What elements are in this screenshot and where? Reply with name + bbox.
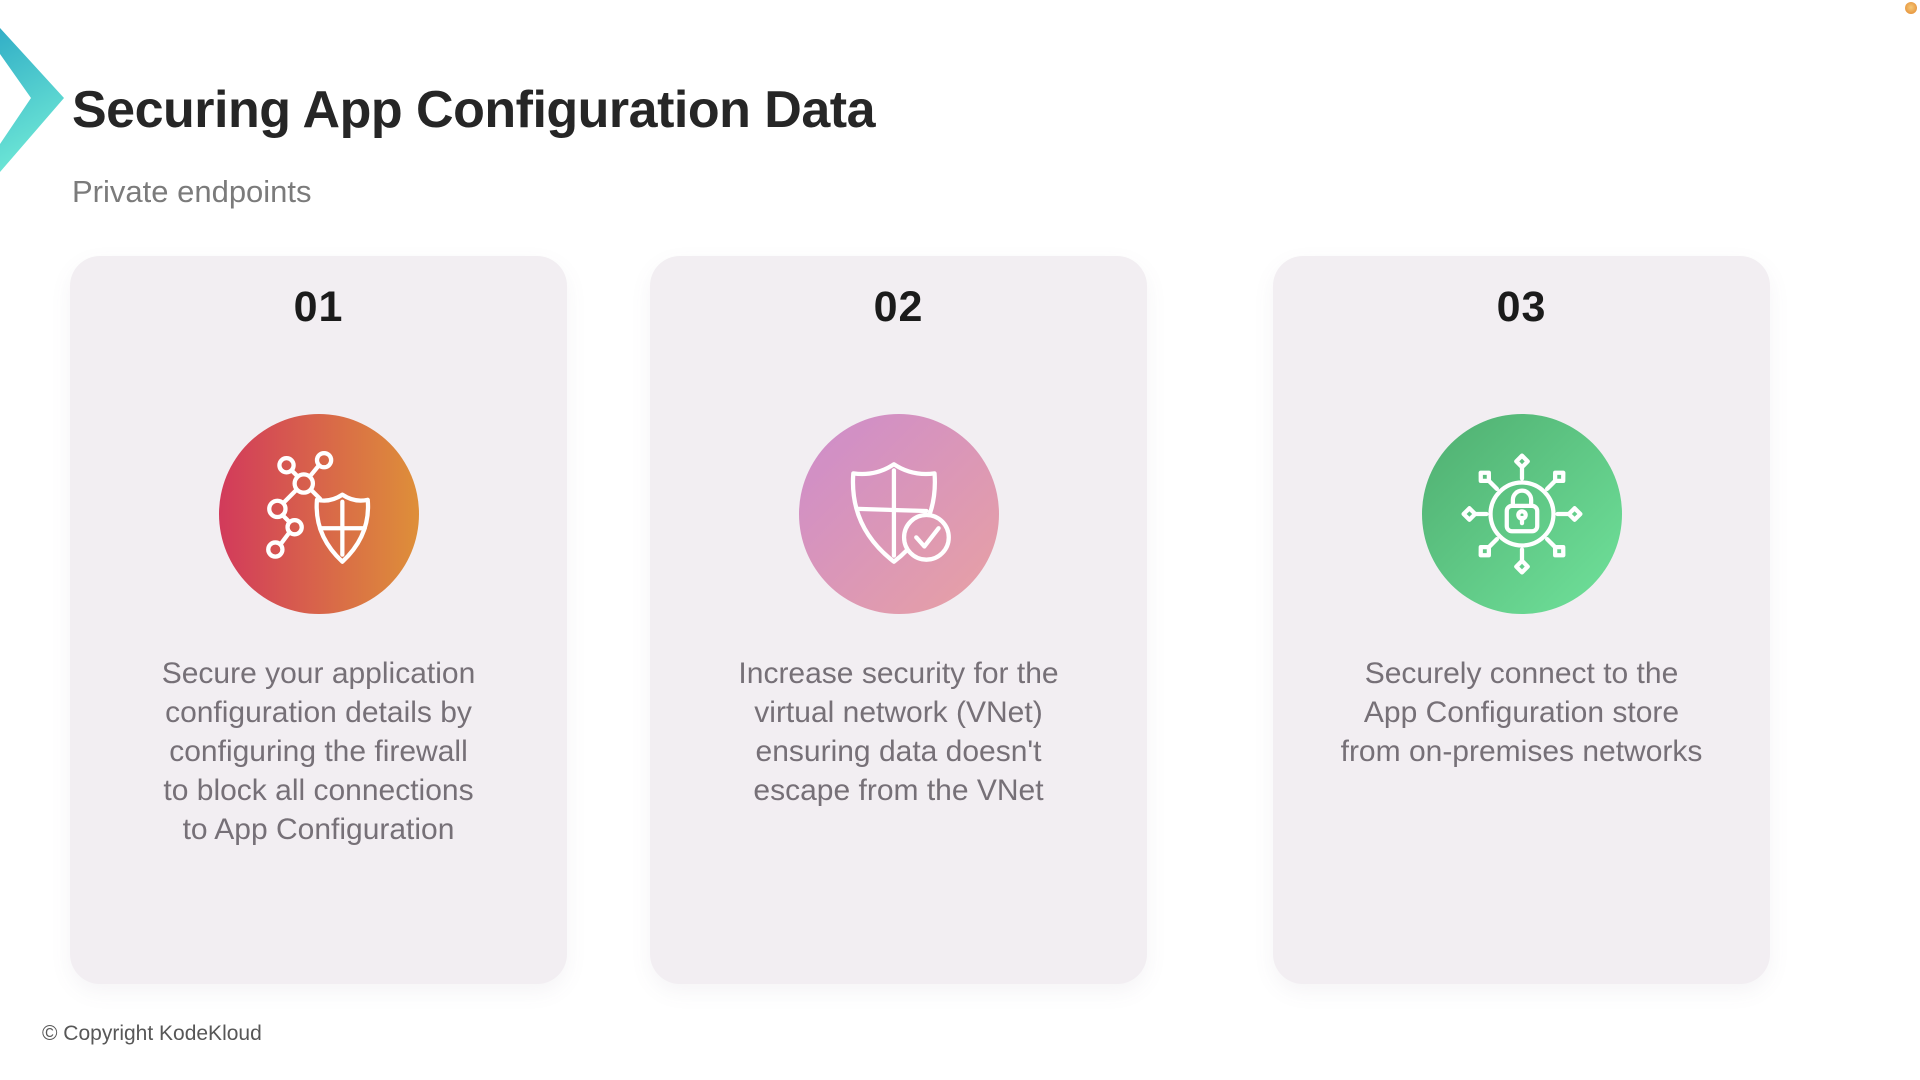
card-number: 01	[293, 283, 344, 331]
card-number: 02	[873, 283, 924, 331]
corner-dot-decoration	[1905, 2, 1917, 14]
lock-network-hub-icon	[1421, 414, 1622, 614]
brand-chevron-logo	[0, 28, 64, 172]
card-01: 01 Secure your application config	[70, 256, 567, 984]
copyright-text: © Copyright KodeKloud	[42, 1022, 262, 1045]
card-02: 02 Increase security for the virtual net…	[650, 256, 1147, 984]
page-title: Securing App Configuration Data	[72, 81, 876, 139]
firewall-network-shield-icon	[218, 414, 419, 614]
shield-check-icon	[798, 414, 999, 614]
card-description: Securely connect to the App Configuratio…	[1340, 657, 1703, 768]
card-description: Increase security for the virtual networ…	[738, 657, 1059, 807]
card-03: 03 Securely connect	[1273, 256, 1770, 984]
card-description: Secure your application configuration de…	[161, 657, 476, 846]
card-number: 03	[1496, 283, 1547, 331]
page-subtitle: Private endpoints	[72, 174, 312, 209]
